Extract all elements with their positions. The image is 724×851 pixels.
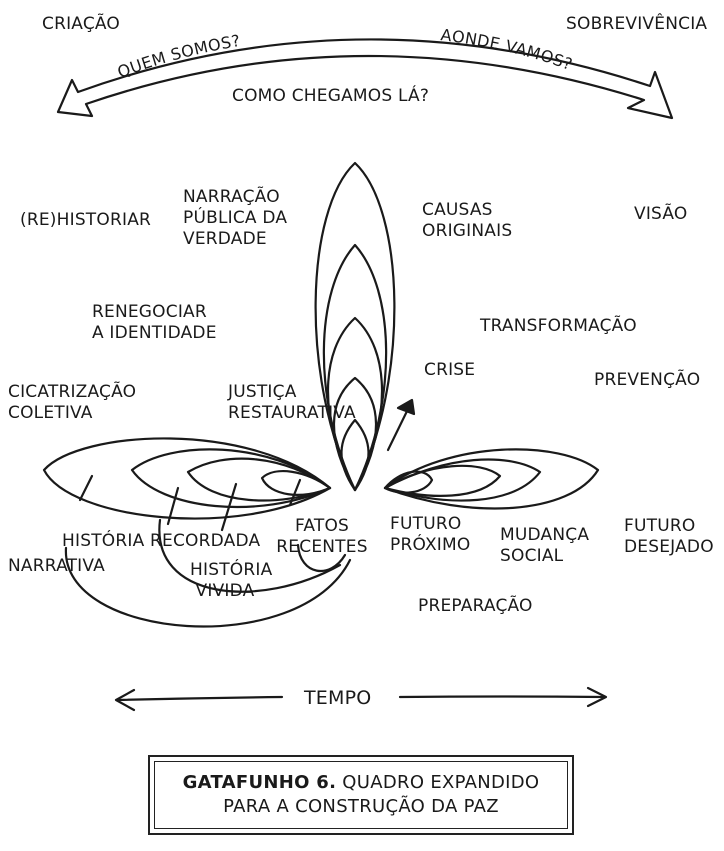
caption-line1-text: QUADRO EXPANDIDO xyxy=(336,772,540,793)
label-cicatrizacao-line1: CICATRIZAÇÃO xyxy=(8,382,137,402)
label-criacao: CRIAÇÃO xyxy=(42,14,121,34)
label-fatos-recentes: FATOS RECENTES xyxy=(272,516,372,558)
hatch-1 xyxy=(78,474,94,502)
right-flame-3 xyxy=(383,464,502,497)
label-historia-vivida: HISTÓRIA VIVIDA xyxy=(190,560,273,602)
label-transformacao: TRANSFORMAÇÃO xyxy=(480,316,637,336)
label-rehistoriar: (RE)HISTORIAR xyxy=(20,210,152,230)
label-narracao-line3: VERDADE xyxy=(183,229,267,249)
label-crise: CRISE xyxy=(424,360,476,380)
label-mudanca-social-line1: MUDANÇA xyxy=(500,525,590,545)
lower-arc-outer xyxy=(64,546,352,628)
vertical-flame-3 xyxy=(326,316,384,492)
right-flame-4 xyxy=(383,470,434,494)
top-arc-arrow xyxy=(56,38,674,120)
label-justica-line2: RESTAURATIVA xyxy=(228,403,356,423)
label-narrativa: NARRATIVA xyxy=(8,556,105,576)
caption-bold: GATAFUNHO 6. xyxy=(182,772,337,793)
hatch-4 xyxy=(288,478,302,507)
hatch-3 xyxy=(220,482,238,532)
label-narracao-line1: NARRAÇÃO xyxy=(183,187,280,207)
vertical-flame-5 xyxy=(340,418,370,492)
crisis-arrowhead xyxy=(396,398,416,416)
label-justica-line1: JUSTIÇA xyxy=(228,382,297,402)
label-sobrevivencia: SOBREVIVÊNCIA xyxy=(566,14,708,34)
label-justica: JUSTIÇA RESTAURATIVA xyxy=(228,382,356,424)
label-tempo: TEMPO xyxy=(304,687,372,709)
label-cicatrizacao: CICATRIZAÇÃO COLETIVA xyxy=(8,382,136,424)
label-futuro-desejado: FUTURO DESEJADO xyxy=(624,516,714,558)
label-fatos-recentes-line2: RECENTES xyxy=(276,537,368,557)
time-arrowhead-left xyxy=(114,688,136,712)
crisis-arrow xyxy=(386,403,412,452)
right-flame-2 xyxy=(383,458,542,502)
lower-arc-middle xyxy=(158,518,342,593)
label-historia-vivida-line2: VIVIDA xyxy=(195,581,255,601)
label-futuro-proximo: FUTURO PRÓXIMO xyxy=(390,514,470,556)
label-fatos-recentes-line1: FATOS xyxy=(294,516,350,536)
right-flame-1 xyxy=(383,448,600,510)
hatch-2 xyxy=(166,486,180,526)
vertical-flame-4 xyxy=(332,376,378,492)
label-causas: CAUSAS ORIGINAIS xyxy=(422,200,512,242)
caption-box: GATAFUNHO 6. QUADRO EXPANDIDO PARA A CON… xyxy=(148,755,574,835)
caption-inner-frame: GATAFUNHO 6. QUADRO EXPANDIDO PARA A CON… xyxy=(154,761,568,829)
vertical-flame-2 xyxy=(322,243,388,492)
left-flame-4 xyxy=(260,470,332,496)
time-arrowhead-right xyxy=(586,686,608,708)
label-causas-line2: ORIGINAIS xyxy=(422,221,513,241)
label-causas-line1: CAUSAS xyxy=(422,200,493,220)
vertical-flame-1 xyxy=(314,161,396,492)
label-futuro-proximo-line1: FUTURO xyxy=(390,514,462,534)
label-mudanca-social-line2: SOCIAL xyxy=(500,546,564,566)
label-prevencao: PREVENÇÃO xyxy=(594,370,701,390)
time-arrow-right xyxy=(398,695,606,699)
label-renegociar-line2: A IDENTIDADE xyxy=(92,323,217,343)
label-visao: VISÃO xyxy=(634,204,688,224)
label-narracao-line2: PÚBLICA DA xyxy=(183,208,288,228)
caption-line1: GATAFUNHO 6. QUADRO EXPANDIDO xyxy=(183,771,540,795)
label-futuro-desejado-line2: DESEJADO xyxy=(624,537,714,557)
label-renegociar: RENEGOCIAR A IDENTIDADE xyxy=(92,302,217,344)
label-futuro-proximo-line2: PRÓXIMO xyxy=(390,535,471,555)
left-flame-2 xyxy=(130,448,332,509)
label-cicatrizacao-line2: COLETIVA xyxy=(8,403,93,423)
left-flame-3 xyxy=(186,457,332,502)
label-renegociar-line1: RENEGOCIAR xyxy=(92,302,207,322)
left-flame-1 xyxy=(42,437,332,520)
label-como-chegamos: COMO CHEGAMOS LÁ? xyxy=(232,86,430,106)
label-historia-vivida-line1: HISTÓRIA xyxy=(190,560,273,580)
arc-text-quem-somos: QUEM SOMOS? xyxy=(115,31,242,82)
label-futuro-desejado-line1: FUTURO xyxy=(624,516,696,536)
caption-line2: PARA A CONSTRUÇÃO DA PAZ xyxy=(223,796,499,817)
label-mudanca-social: MUDANÇA SOCIAL xyxy=(500,525,589,567)
lower-arc-inner xyxy=(296,543,347,573)
time-arrow-left xyxy=(116,695,284,702)
label-historia-recordada: HISTÓRIA RECORDADA xyxy=(62,531,261,551)
label-preparacao: PREPARAÇÃO xyxy=(418,596,533,616)
label-narracao: NARRAÇÃO PÚBLICA DA VERDADE xyxy=(183,187,287,250)
